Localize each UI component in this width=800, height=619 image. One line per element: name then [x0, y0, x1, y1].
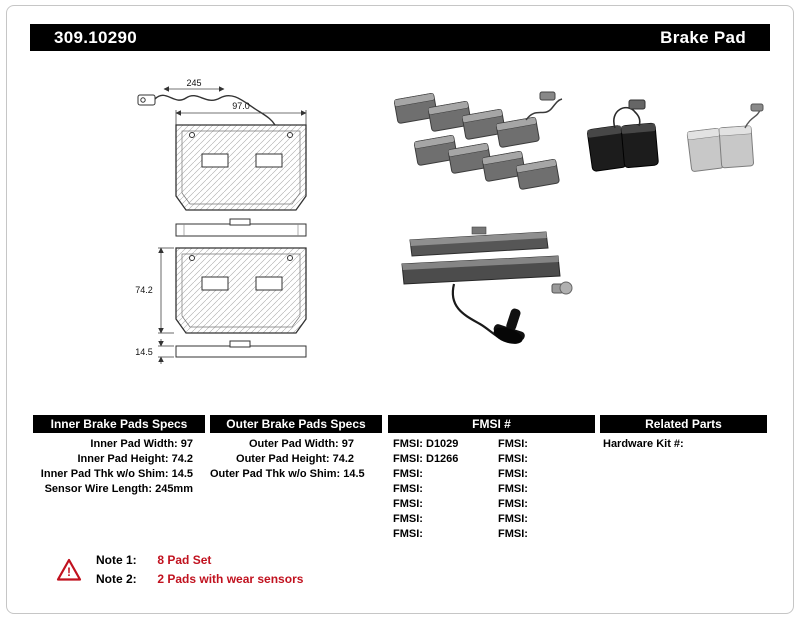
fmsi-entry: FMSI: [498, 453, 528, 465]
photo-four-pad-set [586, 99, 764, 173]
fmsi-entry: FMSI: [498, 528, 528, 540]
fmsi-entry: FMSI: [498, 498, 528, 510]
dim-height-label: 74.2 [135, 285, 153, 295]
fmsi-entry: FMSI: [393, 483, 423, 495]
outer-pad-width: Outer Pad Width: 97 [248, 438, 354, 450]
fmsi-entry: FMSI: [498, 438, 528, 450]
inner-specs-header: Inner Brake Pads Specs [33, 415, 205, 433]
fmsi-entry: FMSI: [393, 498, 423, 510]
dim-sensor-wire: 245 [163, 78, 225, 92]
outer-pad-thickness: Outer Pad Thk w/o Shim: 14.5 [210, 468, 365, 480]
outer-pad-height: Outer Pad Height: 74.2 [236, 453, 354, 465]
note-1: Note 1: 8 Pad Set [96, 551, 303, 570]
fmsi-entry: FMSI: [393, 468, 423, 480]
part-number: 309.10290 [54, 27, 138, 47]
note-2: Note 2: 2 Pads with wear sensors [96, 570, 303, 589]
sensor-wire-and-plug [451, 281, 573, 344]
note-1-text: 8 Pad Set [157, 553, 212, 567]
sensor-wire-photo [525, 91, 563, 121]
inner-specs-rows: Inner Pad Width: 97 Inner Pad Height: 74… [33, 437, 205, 497]
fmsi-entry: FMSI: D1266 [393, 453, 459, 465]
wear-sensor-wire-drawing [137, 94, 276, 126]
dim-thickness-label: 14.5 [135, 347, 153, 357]
page-title: Brake Pad [660, 27, 746, 47]
pad-front-view-1 [175, 124, 307, 211]
photo-pads-with-sensor [401, 226, 573, 344]
outer-specs-header: Outer Brake Pads Specs [210, 415, 382, 433]
dim-thickness: 14.5 [135, 339, 174, 364]
dim-wire-label: 245 [186, 78, 201, 88]
notes-section: ! Note 1: 8 Pad Set Note 2: 2 Pads with … [56, 551, 303, 589]
note-2-text: 2 Pads with wear sensors [157, 572, 304, 586]
sensor-wire-length: Sensor Wire Length: 245mm [44, 483, 193, 495]
stacked-pads [401, 226, 561, 285]
pad-row-back [393, 92, 541, 149]
pad-front-view-2 [175, 247, 307, 334]
fmsi-entry: FMSI: [498, 483, 528, 495]
inner-pad-thickness: Inner Pad Thk w/o Shim: 14.5 [40, 468, 193, 480]
note-1-label: Note 1: [96, 553, 137, 567]
related-parts-rows: Hardware Kit #: [600, 437, 767, 452]
fmsi-entry: FMSI: [393, 513, 423, 525]
pad-row-front [413, 134, 561, 191]
light-pad-pair [686, 103, 764, 173]
inner-pad-width: Inner Pad Width: 97 [90, 438, 193, 450]
related-parts-header: Related Parts [600, 415, 767, 433]
note-2-label: Note 2: [96, 572, 137, 586]
warning-icon: ! [56, 558, 82, 581]
svg-text:!: ! [67, 565, 71, 579]
outer-specs-rows: Outer Pad Width: 97 Outer Pad Height: 74… [210, 437, 382, 482]
dim-height: 74.2 [135, 247, 174, 334]
header-bar: 309.10290 Brake Pad [30, 24, 770, 51]
technical-drawing: 245 97.0 [135, 78, 307, 364]
photo-eight-pad-set [393, 91, 563, 191]
fmsi-entry: FMSI: D1029 [393, 438, 459, 450]
fmsi-entry: FMSI: [498, 468, 528, 480]
note-lines: Note 1: 8 Pad Set Note 2: 2 Pads with we… [96, 551, 303, 589]
hardware-kit: Hardware Kit #: [603, 438, 684, 450]
dim-width: 97.0 [175, 101, 307, 125]
fmsi-rows: FMSI: D1029 FMSI: FMSI: D1266 FMSI: FMSI… [390, 437, 595, 542]
fmsi-entry: FMSI: [498, 513, 528, 525]
pad-edge-view-1 [175, 218, 307, 237]
dark-pad-pair [586, 99, 660, 173]
dim-width-label: 97.0 [232, 101, 250, 111]
pad-edge-view-2 [175, 340, 307, 358]
fmsi-entry: FMSI: [393, 528, 423, 540]
fmsi-header: FMSI # [388, 415, 595, 433]
inner-pad-height: Inner Pad Height: 74.2 [77, 453, 193, 465]
